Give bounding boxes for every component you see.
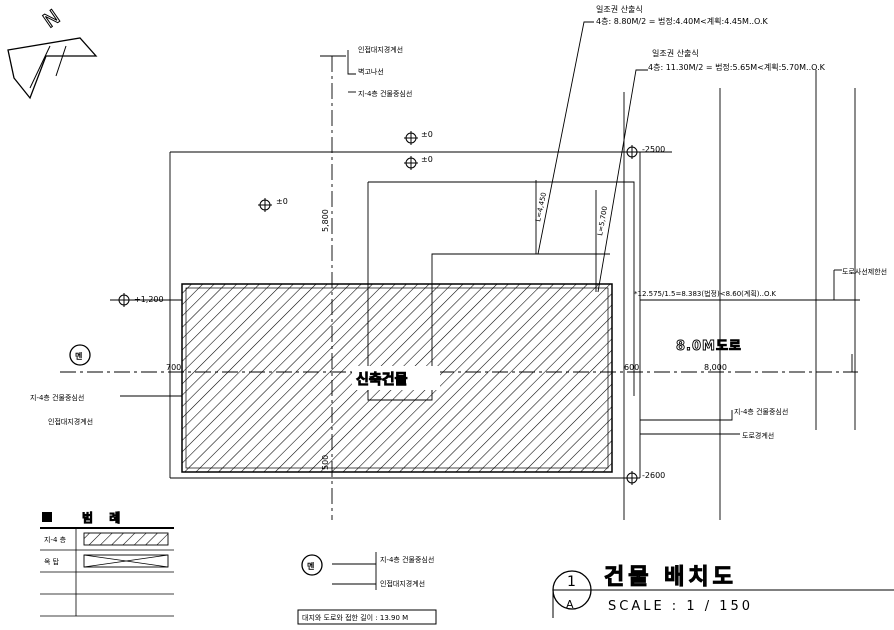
level-markers bbox=[117, 131, 639, 485]
calc-2-formula: 4층: 11.30M/2 = 법정:5.65M<계획:5.70M..O.K bbox=[648, 62, 826, 72]
entrance-left-label: 멘 bbox=[75, 351, 82, 361]
road-boundary: 도로경계선 bbox=[742, 431, 774, 440]
north-label: N bbox=[38, 5, 64, 33]
calc-2-title: 일조권 산출식 bbox=[652, 48, 699, 58]
adjacent-boundary-top: 인접대지경계선 bbox=[358, 45, 403, 54]
road-setback-line: 도로사선제한선 bbox=[842, 267, 887, 276]
title-sheet: A bbox=[566, 598, 574, 611]
level-0-c: ±0 bbox=[276, 197, 288, 206]
title-number: 1 bbox=[567, 574, 576, 590]
center-line-right: 지-4층 건물중심선 bbox=[734, 407, 788, 416]
level-0-b: ±0 bbox=[421, 155, 433, 164]
level-0-a: ±0 bbox=[421, 130, 433, 139]
level-p1200: +1,200 bbox=[134, 295, 164, 304]
calc-1-formula: 4층: 8.80M/2 = 법정:4.40M<계획:4.45M..O.K bbox=[596, 16, 769, 26]
dim-600: 600 bbox=[624, 363, 639, 372]
dim-8000: 8,000 bbox=[704, 363, 727, 372]
level-m2500: -2500 bbox=[642, 145, 665, 154]
road-name-label: 8.0M도로 bbox=[676, 339, 742, 354]
center-line-top: 지-4층 건물중심선 bbox=[358, 89, 412, 98]
entrance-bottom-label: 멘 bbox=[307, 561, 314, 571]
dim-l5700: L=5,700 bbox=[596, 206, 609, 237]
calc-1-title: 일조권 산출식 bbox=[596, 4, 643, 14]
title-block: 1 A 건물 배치도 SCALE : 1 / 150 bbox=[552, 565, 894, 618]
center-line-left: 지-4층 건물중심선 bbox=[30, 393, 84, 402]
legend-row-label: 지-4 층 bbox=[44, 535, 67, 544]
legend: 범 례 지-4 층 옥 탑 bbox=[40, 510, 174, 617]
drawing-scale: SCALE : 1 / 150 bbox=[608, 599, 753, 614]
dim-700: 700 bbox=[166, 363, 181, 372]
road-contact-label: 대지와 도로와 접한 길이 : 13.90 M bbox=[302, 613, 408, 622]
legend-title: 범 례 bbox=[82, 510, 126, 525]
dim-500: 500 bbox=[321, 455, 330, 470]
new-building-label: 신축건물 bbox=[356, 371, 408, 388]
setback-formula: *12.575/1.5=8.383(법정)<8.60(계획)..O.K bbox=[634, 289, 776, 298]
adjacent-boundary-bottom: 인접대지경계선 bbox=[380, 579, 425, 588]
level-m2600: -2600 bbox=[642, 471, 665, 480]
drawing-title: 건물 배치도 bbox=[604, 565, 737, 590]
legend-row-label: 옥 탑 bbox=[44, 558, 60, 566]
parapet-line-label: 벽고나선 bbox=[358, 67, 384, 76]
adjacent-boundary-left: 인접대지경계선 bbox=[48, 417, 93, 426]
dim-5800: 5,800 bbox=[321, 209, 330, 232]
north-arrow-icon: N bbox=[7, 4, 98, 100]
center-line-bottom: 지-4층 건물중심선 bbox=[380, 555, 434, 564]
